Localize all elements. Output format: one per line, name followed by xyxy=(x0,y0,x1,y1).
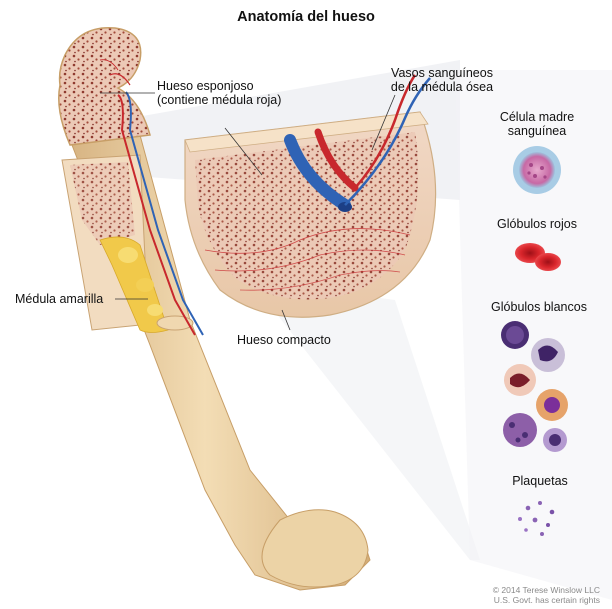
label-spongy-line1: Hueso esponjoso xyxy=(157,79,281,93)
copyright-credit: © 2014 Terese Winslow LLC U.S. Govt. has… xyxy=(493,585,600,605)
label-stem-line2: sanguínea xyxy=(482,124,592,138)
label-red-cells: Glóbulos rojos xyxy=(476,217,598,231)
stem-cell xyxy=(513,146,561,194)
label-white-cells: Glóbulos blancos xyxy=(474,300,604,314)
credit-line2: U.S. Govt. has certain rights xyxy=(493,595,600,605)
label-stem-line1: Célula madre xyxy=(482,110,592,124)
page-title: Anatomía del hueso xyxy=(0,9,612,25)
credit-line1: © 2014 Terese Winslow LLC xyxy=(493,585,600,595)
femur-head xyxy=(59,28,150,145)
label-spongy-bone: Hueso esponjoso (contiene médula roja) xyxy=(157,79,281,107)
label-vessels-line1: Vasos sanguíneos xyxy=(378,66,506,80)
label-yellow-marrow: Médula amarilla xyxy=(15,292,103,306)
label-platelets: Plaquetas xyxy=(490,474,590,488)
label-stem-cell: Célula madre sanguínea xyxy=(482,110,592,138)
label-compact-bone: Hueso compacto xyxy=(237,333,331,347)
label-vessels-line2: de la médula ósea xyxy=(378,80,506,94)
label-marrow-vessels: Vasos sanguíneos de la médula ósea xyxy=(378,66,506,94)
label-spongy-line2: (contiene médula roja) xyxy=(157,93,281,107)
